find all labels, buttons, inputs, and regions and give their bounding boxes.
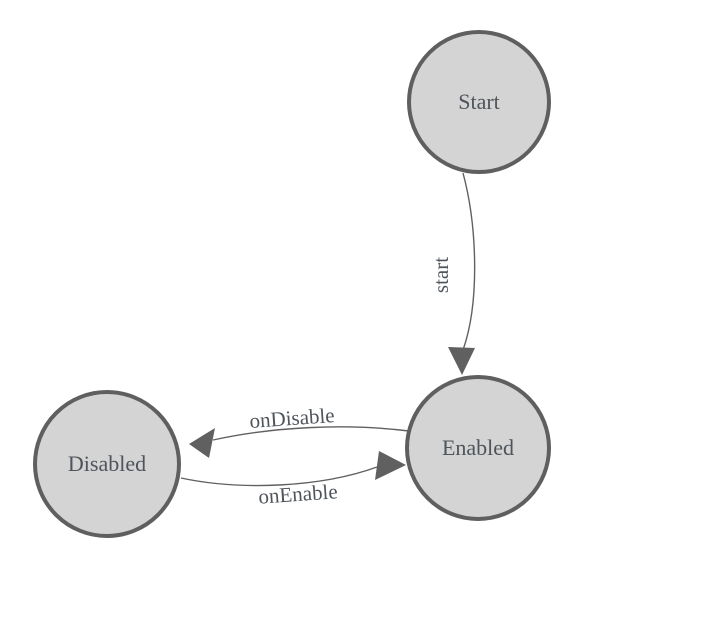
edge-line-onenable [180, 466, 378, 487]
node-start-label: Start [458, 89, 500, 114]
node-disabled-circle [33, 390, 181, 538]
edge-line-start [462, 172, 476, 351]
node-enabled: Enabled [405, 375, 551, 521]
arrowhead-disabled-to-enabled [375, 451, 406, 480]
node-disabled: Disabled [33, 390, 181, 538]
arrowhead-start-to-enabled [448, 347, 475, 375]
edge-label-onenable: onEnable [258, 479, 339, 508]
edge-enabled-to-disabled: onDisable [189, 403, 410, 458]
edge-label-start: start [429, 257, 453, 293]
node-enabled-circle [405, 375, 551, 521]
edge-line-ondisable [212, 426, 410, 441]
node-start-circle [407, 30, 551, 174]
edge-label-ondisable: onDisable [249, 403, 336, 433]
node-disabled-label: Disabled [68, 451, 146, 476]
edge-start-to-enabled: start [429, 172, 476, 375]
edge-disabled-to-enabled: onEnable [180, 451, 406, 509]
node-start: Start [407, 30, 551, 174]
arrowhead-enabled-to-disabled [189, 428, 215, 458]
node-enabled-label: Enabled [442, 435, 514, 460]
